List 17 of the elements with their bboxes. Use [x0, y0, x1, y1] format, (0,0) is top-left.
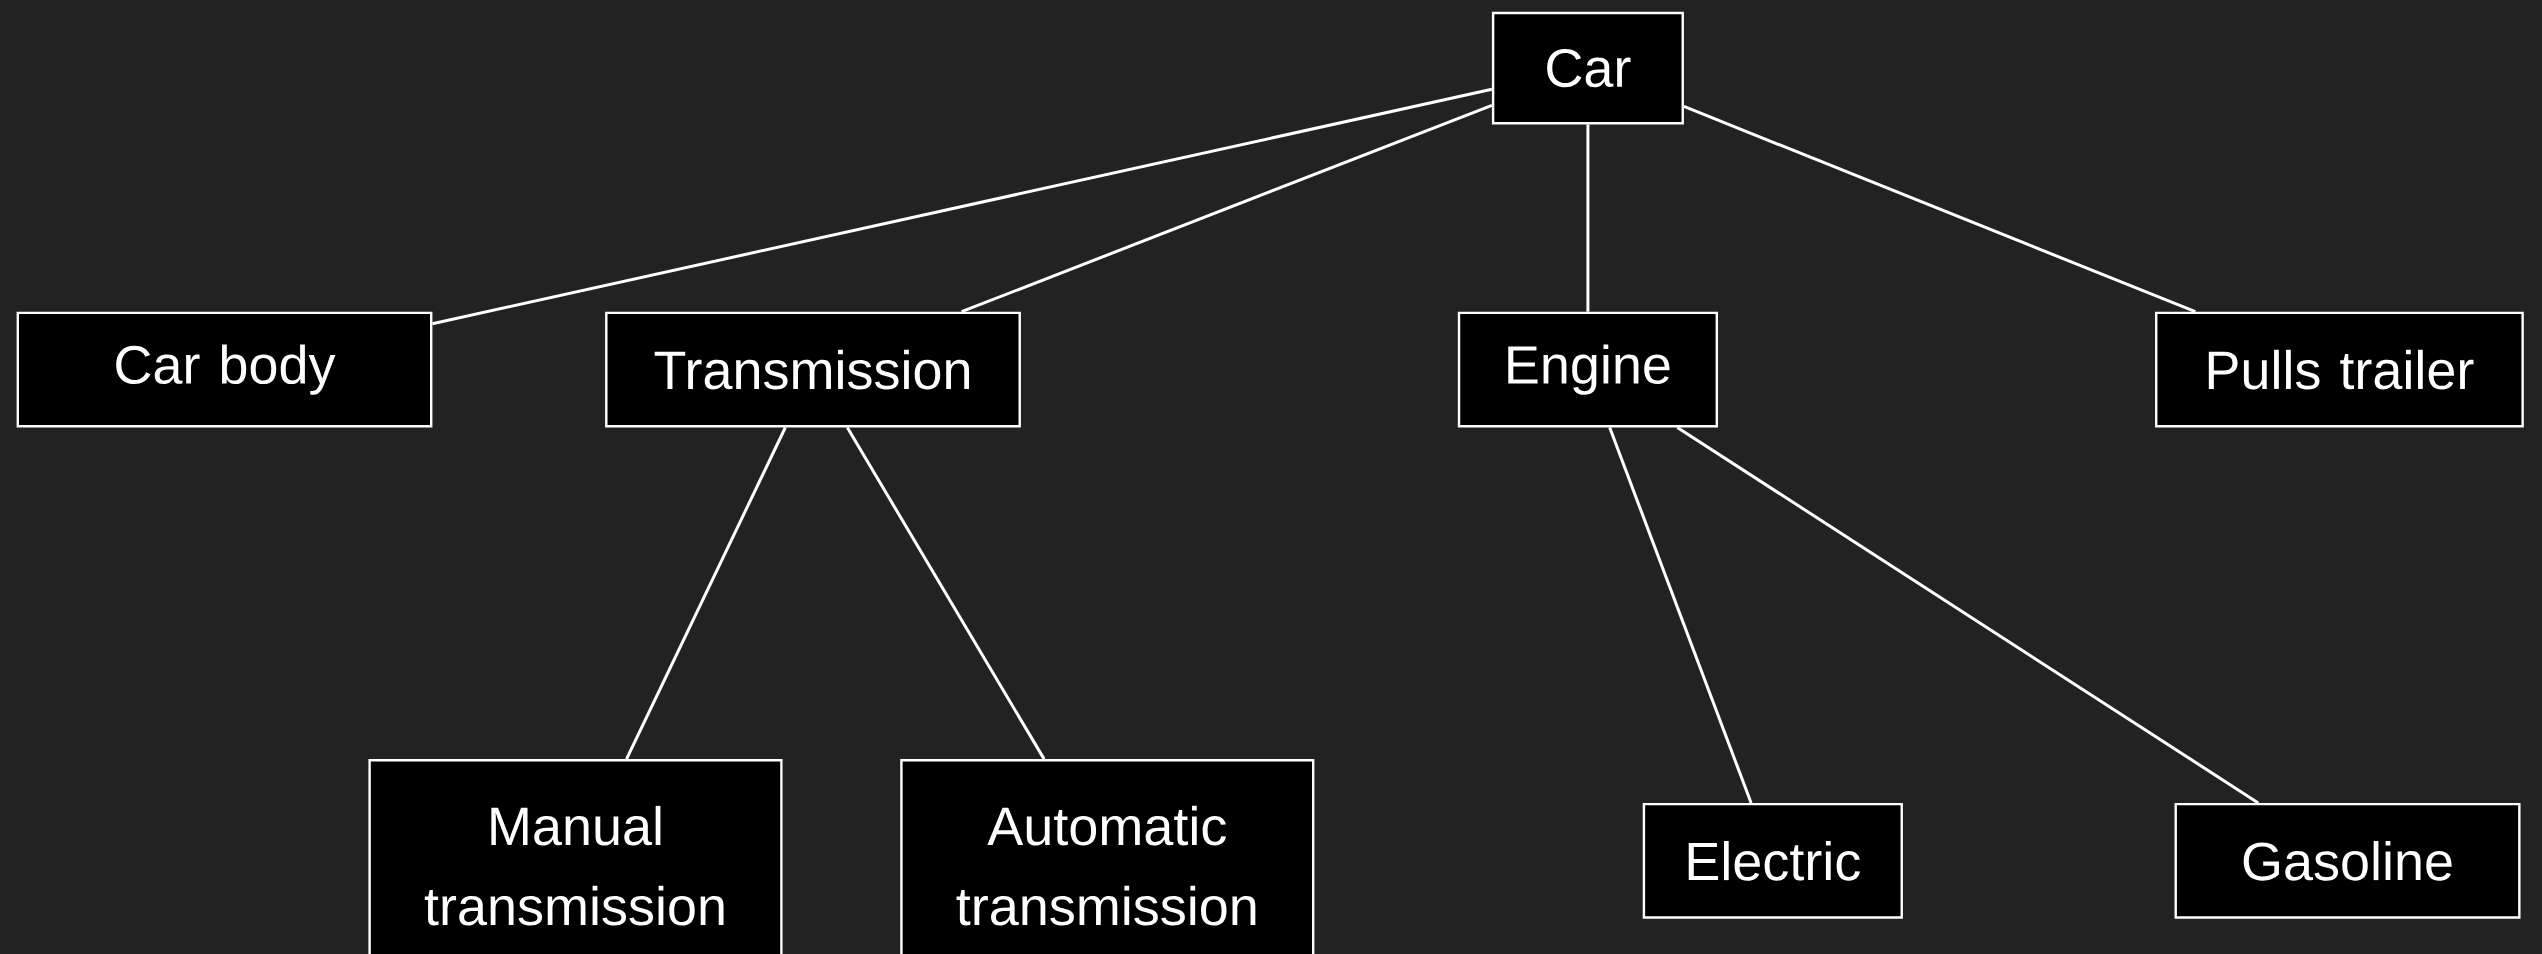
connector-line — [1608, 427, 1753, 804]
tree-box: Gasoline — [2174, 802, 2521, 919]
connector-line — [1586, 124, 1590, 312]
connector-line — [846, 426, 1046, 760]
tree-box: Electric — [1642, 802, 1903, 919]
tree-box: Automatic transmission — [900, 759, 1315, 954]
connector-line — [1683, 105, 2196, 314]
tree-box: Transmission — [605, 311, 1021, 428]
tree-box: Car body — [16, 311, 433, 428]
tree-box: Pulls trailer — [2155, 311, 2524, 428]
tree-box: Car — [1491, 11, 1684, 125]
connector-line — [1676, 426, 2260, 805]
connector-line — [961, 104, 1493, 314]
connector-line — [432, 87, 1493, 326]
tree-box: Engine — [1457, 311, 1718, 428]
connector-line — [625, 426, 787, 760]
tree-box: Manual transmission — [368, 759, 783, 954]
